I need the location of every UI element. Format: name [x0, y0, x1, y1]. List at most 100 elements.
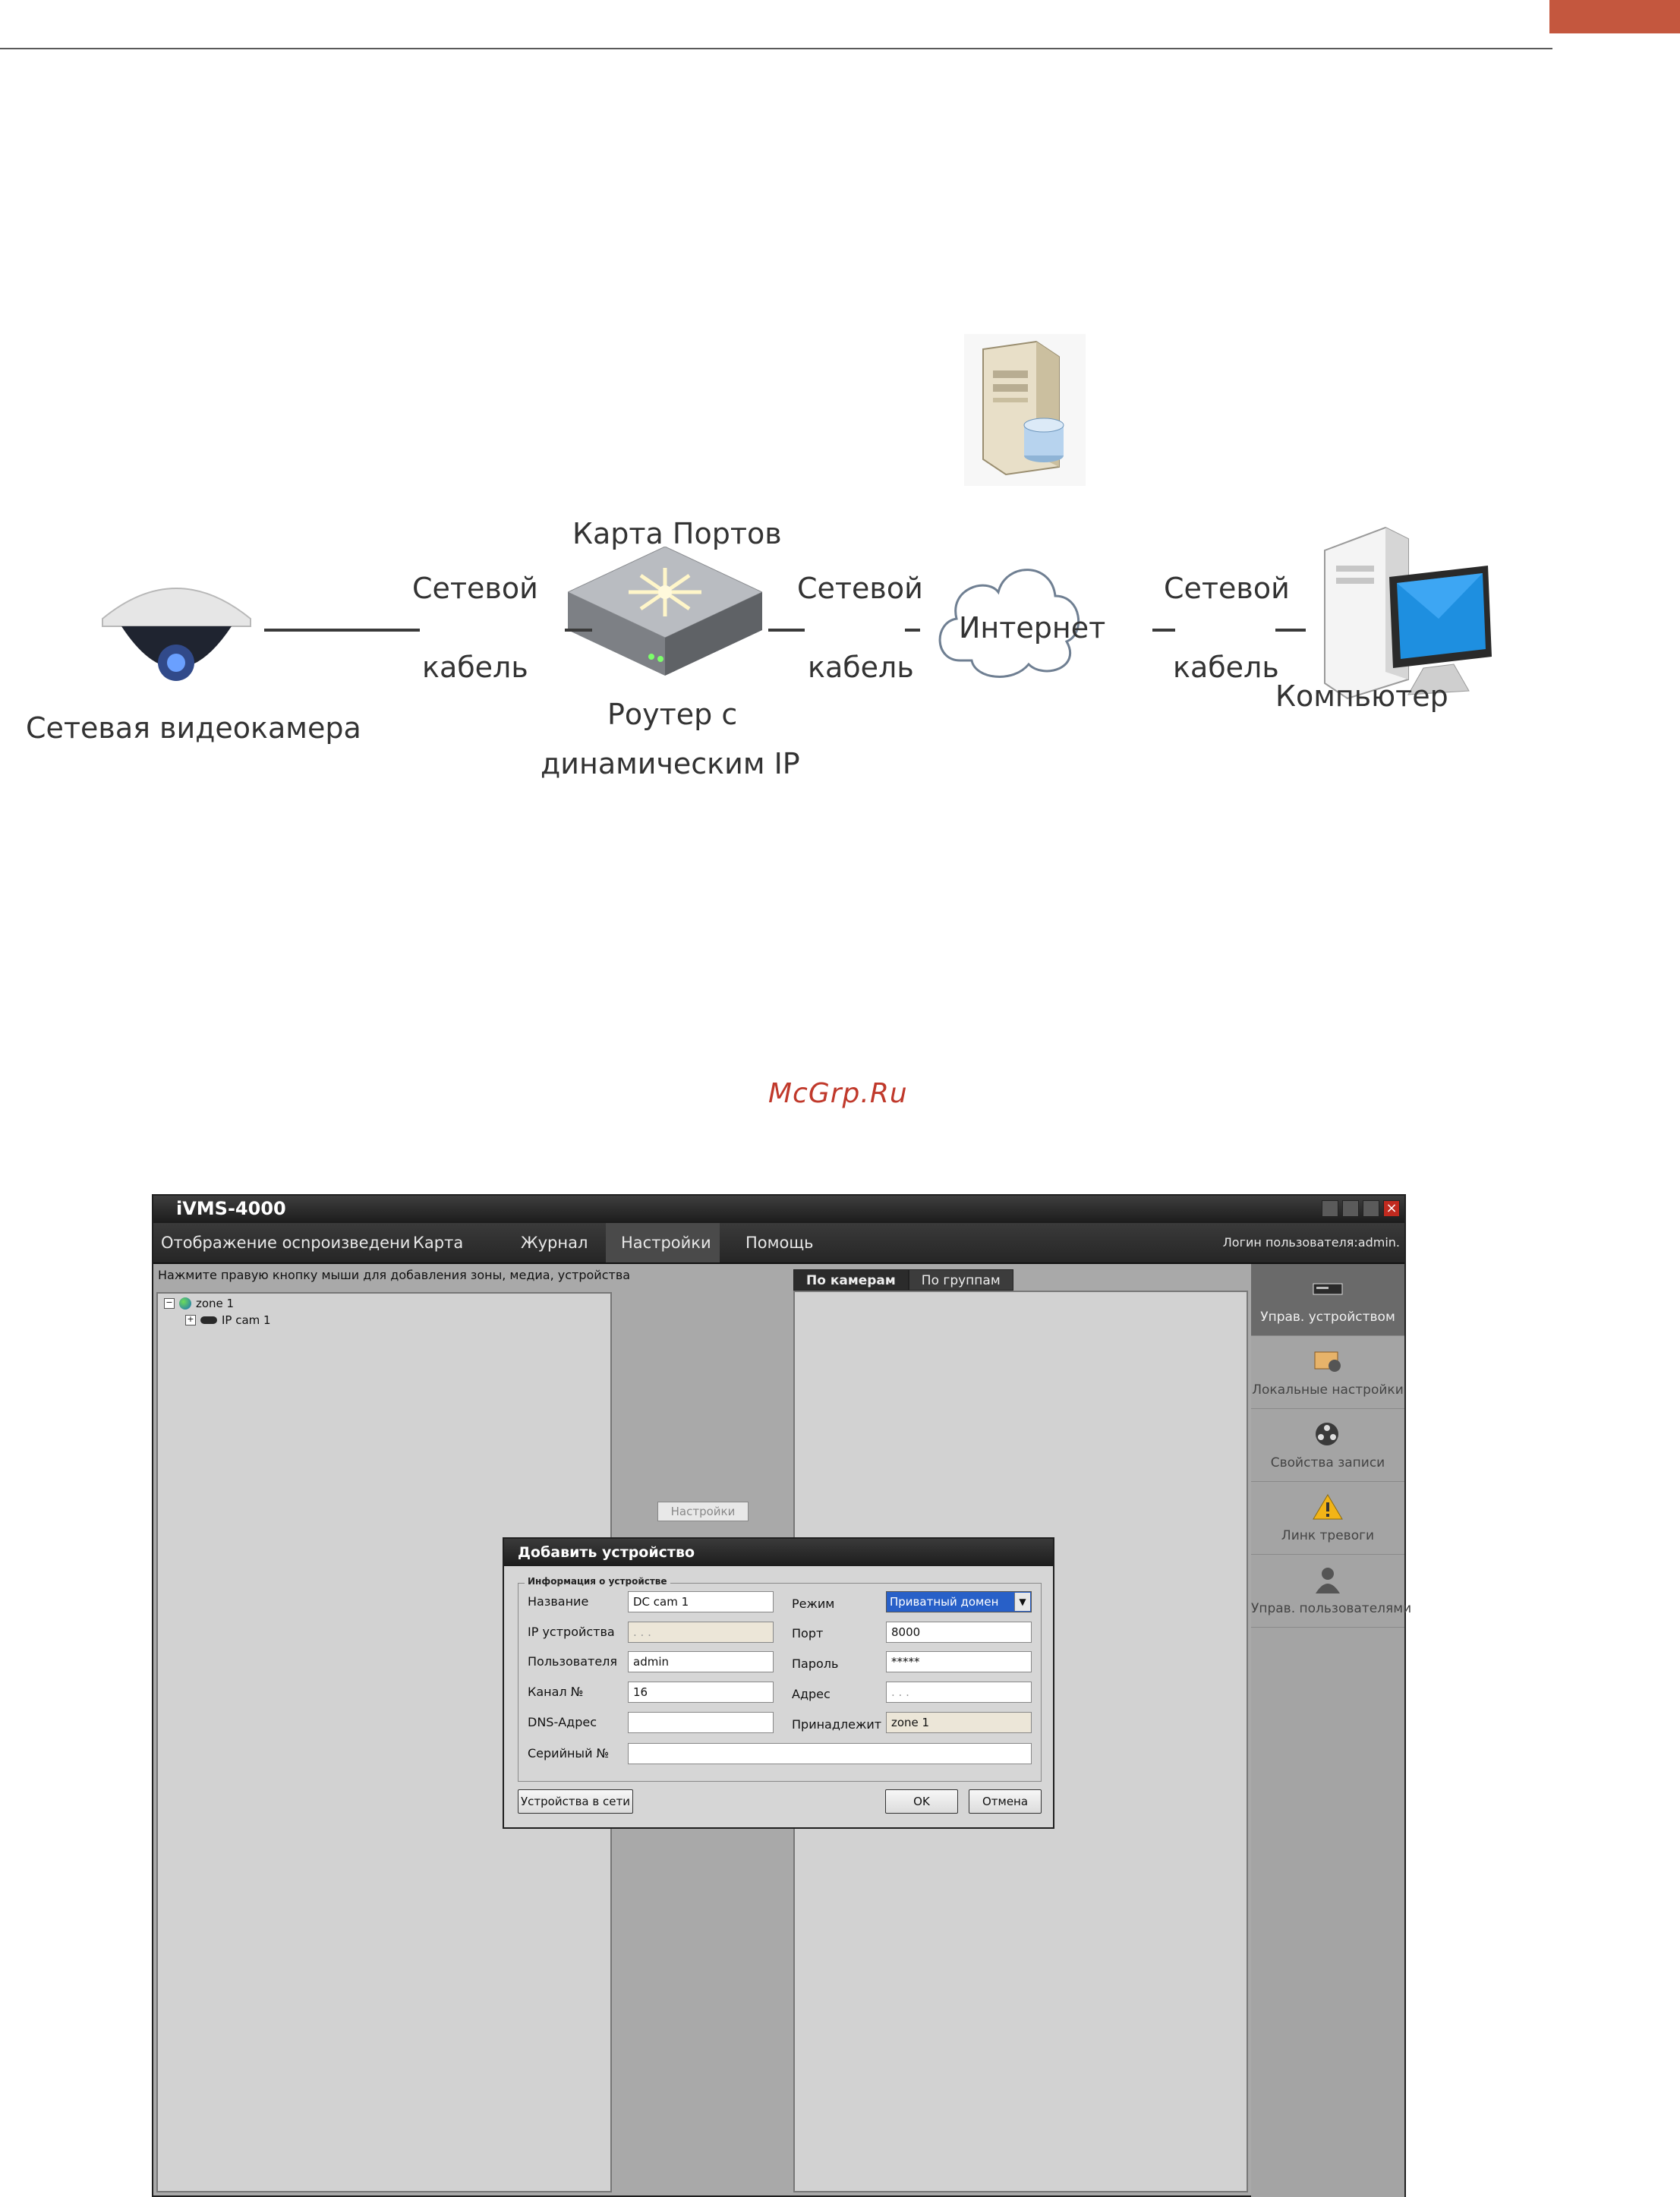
- sidebar-item-record-settings[interactable]: Свойства записи: [1251, 1410, 1404, 1482]
- serial-label: Серийный №: [528, 1746, 610, 1760]
- settings-sidebar: Управ. устройством Локальные настройки С…: [1251, 1264, 1412, 2197]
- film-reel-icon: [1316, 1423, 1338, 1445]
- chevron-down-icon[interactable]: ▼: [1014, 1593, 1030, 1611]
- tree-device[interactable]: + IP cam 1: [185, 1313, 271, 1327]
- cable-label-1: Сетевой: [412, 572, 538, 605]
- window-controls: ×: [1322, 1200, 1400, 1217]
- tree-zone[interactable]: − zone 1: [164, 1297, 234, 1310]
- ip-field[interactable]: . . .: [628, 1622, 774, 1643]
- menu-map[interactable]: Карта: [413, 1234, 464, 1252]
- belongs-label: Принадлежит: [792, 1717, 882, 1732]
- name-field[interactable]: DC cam 1: [628, 1591, 774, 1612]
- address-field[interactable]: . . .: [886, 1682, 1032, 1703]
- collapse-icon[interactable]: −: [164, 1298, 175, 1309]
- belongs-field[interactable]: zone 1: [886, 1712, 1032, 1733]
- channel-label: Канал №: [528, 1685, 584, 1699]
- password-label: Пароль: [792, 1656, 839, 1671]
- header-rule: [0, 48, 1552, 49]
- wire-router-internet-a: [768, 629, 805, 632]
- router-label-1: Роутер с: [607, 698, 738, 731]
- sidebar-label: Свойства записи: [1270, 1455, 1385, 1470]
- server-icon: [964, 334, 1086, 486]
- tree-zone-label: zone 1: [196, 1297, 235, 1310]
- user-field[interactable]: admin: [628, 1651, 774, 1672]
- camera-tabs: По камерам По группам: [793, 1269, 1013, 1291]
- cloud-icon: [938, 569, 1080, 678]
- wire-internet-computer-b: [1275, 629, 1306, 632]
- minimize-icon[interactable]: [1363, 1200, 1379, 1217]
- header-accent-tab: [1549, 0, 1680, 33]
- wire-camera-router: [264, 629, 420, 632]
- tab-by-group[interactable]: По группам: [908, 1269, 1013, 1291]
- sidebar-item-device-management[interactable]: Управ. устройством: [1251, 1264, 1404, 1336]
- sidebar-label: Линк тревоги: [1281, 1528, 1375, 1543]
- dns-field[interactable]: [628, 1712, 774, 1733]
- network-devices-button[interactable]: Устройства в сети: [518, 1789, 633, 1814]
- port-field[interactable]: 8000: [886, 1622, 1032, 1643]
- serial-field[interactable]: [628, 1743, 1032, 1764]
- sidebar-label: Локальные настройки: [1252, 1382, 1404, 1398]
- port-label: Порт: [792, 1626, 824, 1641]
- wire-router-internet-b: [905, 629, 920, 632]
- lock-icon[interactable]: [1342, 1200, 1359, 1217]
- address-label: Адрес: [792, 1687, 831, 1701]
- dome-camera-icon: [102, 588, 251, 681]
- tree-hint: Нажмите правую кнопку мыши для добавлени…: [158, 1268, 631, 1282]
- cable-label-3b: кабель: [1173, 651, 1279, 684]
- ip-label: IP устройства: [528, 1625, 615, 1639]
- cancel-button[interactable]: Отмена: [969, 1789, 1042, 1814]
- cable-label-2: Сетевой: [797, 572, 923, 605]
- mode-value: Приватный домен: [890, 1595, 999, 1609]
- wire-internet-computer-a: [1152, 629, 1175, 632]
- router-icon: [568, 547, 762, 676]
- cable-label-2b: кабель: [808, 651, 914, 684]
- mode-select[interactable]: Приватный домен ▼: [886, 1591, 1032, 1612]
- camera-label: Сетевая видеокамера: [26, 711, 361, 745]
- dialog-title: Добавить устройство: [504, 1539, 1053, 1566]
- sidebar-item-alarm-link[interactable]: Линк тревоги: [1251, 1483, 1404, 1555]
- cable-label-1b: кабель: [422, 651, 528, 684]
- app-title: iVMS-4000: [176, 1198, 286, 1219]
- cable-label-3: Сетевой: [1164, 572, 1290, 605]
- sidebar-item-local-settings[interactable]: Локальные настройки: [1251, 1337, 1404, 1409]
- computer-icon: [1324, 526, 1492, 700]
- watermark: McGrp.Ru: [768, 1078, 908, 1109]
- menu-playback[interactable]: Отображение осnроизведени: [161, 1234, 411, 1252]
- dvr-icon: [1313, 1283, 1343, 1295]
- password-field[interactable]: *****: [886, 1651, 1032, 1672]
- channel-field[interactable]: 16: [628, 1682, 774, 1703]
- menu-journal[interactable]: Журнал: [521, 1234, 588, 1252]
- user-label: Пользователя: [528, 1654, 618, 1669]
- camera-device-icon: [200, 1316, 217, 1324]
- dns-label: DNS-Адрес: [528, 1715, 597, 1729]
- settings-button[interactable]: Настройки: [657, 1502, 749, 1521]
- user-icon[interactable]: [1322, 1200, 1338, 1217]
- tree-device-label: IP cam 1: [222, 1313, 271, 1327]
- sidebar-item-user-management[interactable]: Управ. пользователями: [1251, 1556, 1412, 1628]
- user-management-icon: [1316, 1568, 1340, 1593]
- local-settings-icon: [1314, 1351, 1341, 1372]
- title-bar: iVMS-4000 ×: [153, 1196, 1404, 1223]
- sidebar-label: Управ. устройством: [1260, 1310, 1395, 1325]
- login-status: Логин пользователя:admin.: [1222, 1235, 1400, 1250]
- internet-label: Интернет: [959, 611, 1106, 645]
- group-title: Информация о устройстве: [525, 1576, 670, 1587]
- expand-icon[interactable]: +: [185, 1315, 196, 1325]
- ivms-window: iVMS-4000 × Отображение осnроизведени Ка…: [152, 1194, 1412, 2197]
- mode-label: Режим: [792, 1597, 835, 1611]
- computer-label: Компьютер: [1275, 679, 1448, 713]
- sidebar-label: Управ. пользователями: [1251, 1601, 1412, 1616]
- wire-stub-1: [565, 629, 592, 632]
- globe-icon: [179, 1297, 191, 1310]
- menu-settings[interactable]: Настройки: [606, 1223, 720, 1262]
- menu-bar: Отображение осnроизведени Карта Журнал Н…: [153, 1223, 1404, 1264]
- name-label: Название: [528, 1594, 589, 1609]
- device-info-group: Информация о устройстве Название DC cam …: [518, 1576, 1042, 1782]
- tab-by-camera[interactable]: По камерам: [793, 1269, 909, 1291]
- add-device-dialog: Добавить устройство Информация о устройс…: [503, 1537, 1054, 1829]
- menu-help[interactable]: Помощь: [745, 1234, 814, 1252]
- router-top-label: Карта Портов: [572, 517, 782, 550]
- close-icon[interactable]: ×: [1383, 1200, 1400, 1217]
- router-label-2: динамическим IP: [541, 747, 800, 780]
- ok-button[interactable]: OK: [885, 1789, 958, 1814]
